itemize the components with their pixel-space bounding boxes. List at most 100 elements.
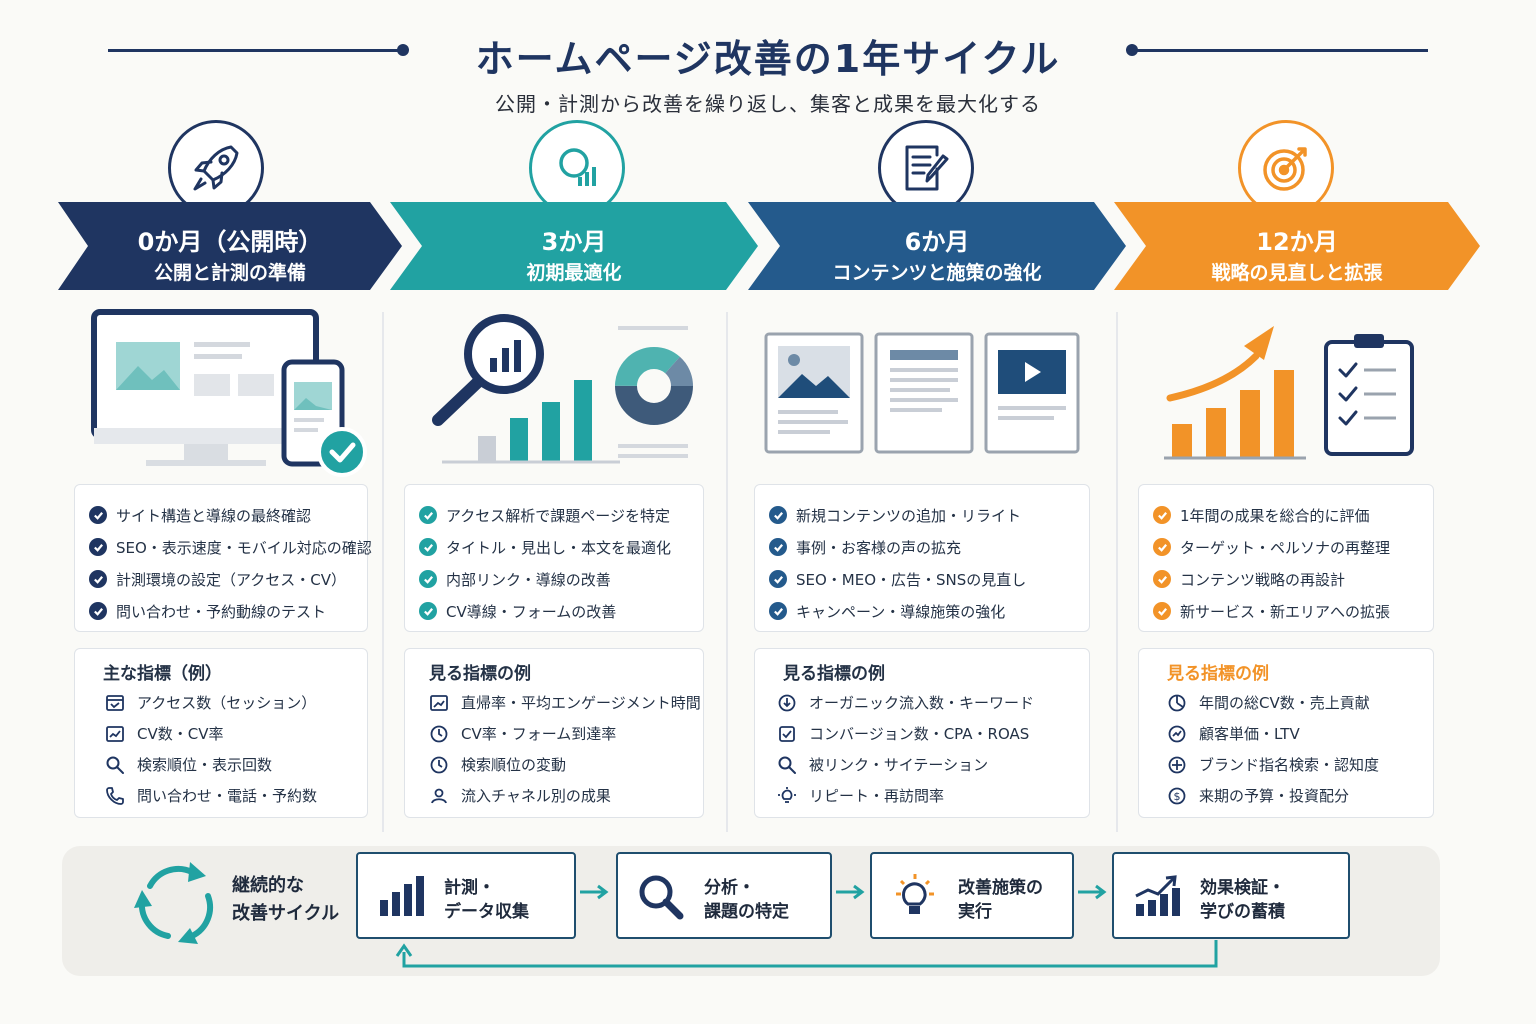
arrow-right-icon xyxy=(1078,884,1107,900)
phase-name: 公開と計測の準備 xyxy=(153,262,306,284)
metric-label: ブランド指名検索・認知度 xyxy=(1199,756,1380,774)
cycle-step-measure: 計測・データ収集 xyxy=(356,852,576,939)
check-icon xyxy=(769,506,787,524)
metric-item: コンバージョン数・CPA・ROAS xyxy=(777,718,1089,749)
list-item: 事例・お客様の声の拡充 xyxy=(769,531,1089,563)
metric-label: 来期の予算・投資配分 xyxy=(1199,787,1350,805)
metric-item: $ 来期の予算・投資配分 xyxy=(1167,780,1433,811)
phase-name: コンテンツと施策の強化 xyxy=(832,262,1042,284)
metrics-title: 見る指標の例 xyxy=(1167,664,1269,684)
task-text: 計測環境の設定（アクセス・CV） xyxy=(116,570,346,589)
metric-label: リピート・再訪問率 xyxy=(809,787,945,805)
metric-item: CV率・フォーム到達率 xyxy=(429,718,703,749)
phase-ribbon-12: 12か月 戦略の見直しと拡張 xyxy=(1114,202,1480,290)
list-item: コンテンツ戦略の再設計 xyxy=(1153,563,1433,595)
column-divider xyxy=(382,312,384,832)
list-item: タイトル・見出し・本文を最適化 xyxy=(419,531,703,563)
check-icon xyxy=(769,602,787,620)
svg-text:$: $ xyxy=(1174,790,1181,803)
loop-back-arrow xyxy=(395,940,1218,968)
list-item: SEO・表示速度・モバイル対応の確認 xyxy=(89,531,372,563)
metric-item: 顧客単価・LTV xyxy=(1167,718,1433,749)
check-icon xyxy=(769,538,787,556)
metric-item: リピート・再訪問率 xyxy=(777,780,1089,811)
metrics-title: 主な指標（例） xyxy=(103,664,222,684)
metric-label: 問い合わせ・電話・予約数 xyxy=(137,787,318,805)
task-text: キャンペーン・導線施策の強化 xyxy=(796,602,1006,621)
task-list-0: サイト構造と導線の最終確認 SEO・表示速度・モバイル対応の確認 計測環境の設定… xyxy=(74,484,372,632)
page-subtitle: 公開・計測から改善を繰り返し、集客と成果を最大化する xyxy=(495,92,1041,116)
analytics-icon xyxy=(529,120,625,216)
clock-icon xyxy=(429,755,449,775)
task-text: サイト構造と導線の最終確認 xyxy=(116,506,312,525)
phase-period: 3か月 xyxy=(541,228,607,256)
check-icon xyxy=(419,538,437,556)
list-item: SEO・MEO・広告・SNSの見直し xyxy=(769,563,1089,595)
list-item: サイト構造と導線の最終確認 xyxy=(89,499,367,531)
metric-item: 直帰率・平均エンゲージメント時間 xyxy=(429,687,703,718)
search-icon xyxy=(105,755,125,775)
metrics-box-6: 見る指標の例 オーガニック流入数・キーワード コンバージョン数・CPA・ROAS… xyxy=(754,648,1090,818)
metric-item: オーガニック流入数・キーワード xyxy=(777,687,1089,718)
phase-period: 12か月 xyxy=(1256,228,1338,256)
dollar-icon: $ xyxy=(1167,786,1187,806)
phase-ribbon-3: 3か月 初期最適化 xyxy=(390,202,758,290)
phase-period: 0か月（公開時） xyxy=(137,228,323,256)
title-dot-right xyxy=(1126,44,1138,56)
ribbon-shape xyxy=(748,202,1126,290)
arrow-right-icon xyxy=(580,884,609,900)
conversion-icon xyxy=(777,724,797,744)
task-text: 内部リンク・導線の改善 xyxy=(446,570,611,589)
column-divider xyxy=(1116,312,1118,832)
arrow-right-icon xyxy=(836,884,865,900)
metric-item: CV数・CV率 xyxy=(105,718,367,749)
check-icon xyxy=(89,570,107,588)
ribbon-shape xyxy=(58,202,402,290)
devices-illustration xyxy=(90,306,370,478)
metric-item: 検索順位の変動 xyxy=(429,749,703,780)
step-text-line2: データ収集 xyxy=(444,902,529,922)
list-item: 新サービス・新エリアへの拡張 xyxy=(1153,595,1433,627)
title-dot-left xyxy=(397,44,409,56)
brand-icon xyxy=(1167,755,1187,775)
phase-ribbon-6: 6か月 コンテンツと施策の強化 xyxy=(748,202,1126,290)
users-icon xyxy=(429,786,449,806)
phase-name: 初期最適化 xyxy=(526,262,622,284)
bar-chart-icon xyxy=(380,876,424,916)
value-icon xyxy=(1167,724,1187,744)
organic-icon xyxy=(777,693,797,713)
ribbon-shape xyxy=(1114,202,1480,290)
check-icon xyxy=(89,538,107,556)
title-line-left xyxy=(108,49,400,52)
check-icon xyxy=(89,602,107,620)
task-text: 問い合わせ・予約動線のテスト xyxy=(116,602,327,621)
page-title: ホームページ改善の1年サイクル xyxy=(475,37,1061,81)
browser-icon xyxy=(105,693,125,713)
check-icon xyxy=(769,570,787,588)
cycle-step-verify: 効果検証・学びの蓄積 xyxy=(1112,852,1350,939)
list-item: 計測環境の設定（アクセス・CV） xyxy=(89,563,367,595)
lightbulb-icon xyxy=(777,786,797,806)
metric-label: アクセス数（セッション） xyxy=(137,694,317,712)
task-text: 1年間の成果を総合的に評価 xyxy=(1180,506,1370,525)
metric-item: 年間の総CV数・売上貢献 xyxy=(1167,687,1433,718)
task-text: アクセス解析で課題ページを特定 xyxy=(446,506,670,525)
cycle-step-execute: 改善施策の実行 xyxy=(870,852,1074,939)
task-list-6: 新規コンテンツの追加・リライト 事例・お客様の声の拡充 SEO・MEO・広告・S… xyxy=(754,484,1090,632)
task-text: コンテンツ戦略の再設計 xyxy=(1180,570,1346,589)
metric-label: オーガニック流入数・キーワード xyxy=(809,694,1035,712)
metrics-title: 見る指標の例 xyxy=(783,664,885,684)
pie-icon xyxy=(1167,693,1187,713)
growth-chart-icon xyxy=(1135,875,1180,916)
metric-item: 流入チャネル別の成果 xyxy=(429,780,703,811)
metric-label: 年間の総CV数・売上貢献 xyxy=(1199,694,1370,712)
phase-period: 6か月 xyxy=(904,228,970,256)
task-text: SEO・表示速度・モバイル対応の確認 xyxy=(116,538,372,557)
list-item: 新規コンテンツの追加・リライト xyxy=(769,499,1089,531)
metric-label: 流入チャネル別の成果 xyxy=(461,787,611,805)
check-icon xyxy=(1153,506,1171,524)
chart-window-icon xyxy=(105,724,125,744)
metrics-box-0: 主な指標（例） アクセス数（セッション） CV数・CV率 検索順位・表示回数 問… xyxy=(74,648,368,818)
task-text: タイトル・見出し・本文を最適化 xyxy=(446,538,672,557)
metric-label: 被リンク・サイテーション xyxy=(809,756,989,774)
